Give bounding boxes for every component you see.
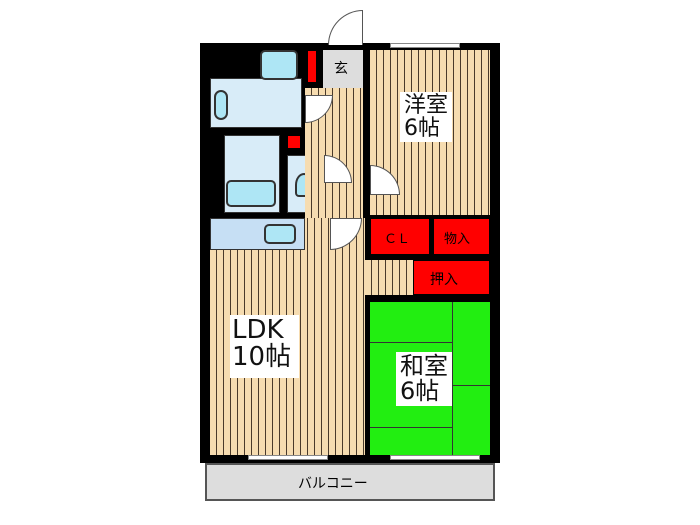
western-room-label: 洋室 6帖 (400, 92, 453, 143)
western-room-size: 6帖 (404, 116, 440, 142)
entrance-label: 玄 (334, 61, 348, 77)
entrance (323, 50, 363, 88)
washing-machine-area (260, 50, 298, 80)
balcony-label: バルコニー (298, 476, 368, 492)
tatami-line (370, 342, 452, 343)
closet (370, 218, 430, 255)
ldk-label: LDK 10帖 (230, 315, 300, 378)
tatami-line (370, 427, 452, 428)
storage-closet (433, 218, 490, 255)
floor-plan: 玄 洋室 6帖 ＣＬ 物入 押入 LDK 10帖 和室 6帖 バルコニー (200, 10, 500, 502)
bathtub (226, 180, 276, 207)
japanese-room-label: 和室 6帖 (396, 352, 452, 407)
sink (214, 90, 228, 120)
oshiire (413, 260, 490, 295)
tatami-line (452, 302, 453, 455)
closet-label: ＣＬ (384, 232, 411, 247)
toilet-shelf (287, 135, 301, 149)
kitchen-sink (264, 224, 296, 244)
tatami-line (452, 385, 490, 386)
storage-label: 物入 (444, 232, 471, 247)
shoe-cabinet (307, 50, 317, 83)
balcony (205, 463, 495, 501)
window (390, 43, 460, 48)
japanese-room-size: 6帖 (400, 377, 440, 406)
hall-extension (365, 260, 413, 295)
window (390, 455, 480, 460)
japanese-room-name: 和室 (400, 352, 448, 380)
ldk-size: 10帖 (232, 342, 292, 373)
oshiire-label: 押入 (430, 272, 458, 288)
ldk-name: LDK (232, 315, 284, 345)
window (248, 455, 328, 460)
front-door[interactable] (328, 10, 363, 45)
western-room-name: 洋室 (404, 93, 449, 118)
